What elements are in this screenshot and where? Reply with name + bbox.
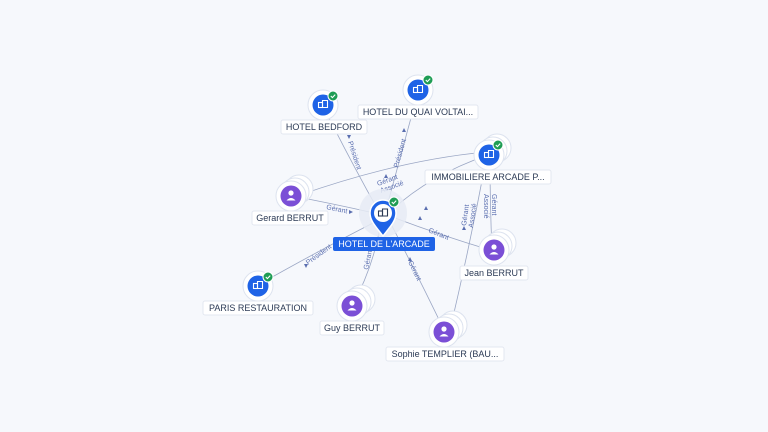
person-icon xyxy=(489,244,499,255)
person-icon xyxy=(347,300,357,311)
edge-label-sophie-immo-gerant: Gérant xyxy=(461,204,471,226)
node-hotel-de-l-arcade[interactable]: HOTEL DE L'ARCADE xyxy=(333,189,435,251)
center-label-bg xyxy=(333,237,435,251)
edge-label-sophie: Gérant xyxy=(406,260,422,282)
node-jean-berrut[interactable]: Jean BERRUT xyxy=(459,228,529,281)
node-label: HOTEL BEDFORD xyxy=(286,122,363,132)
building-icon xyxy=(377,208,389,217)
node-hotel-bedford[interactable]: HOTEL BEDFORD xyxy=(280,89,368,135)
edge-label-jean-immo-associe: Associé xyxy=(482,194,489,219)
verified-check-icon xyxy=(388,196,400,208)
verified-check-icon xyxy=(422,74,434,86)
person-icon xyxy=(286,190,296,201)
edge-label-sophie-immo-associe: Associé xyxy=(468,203,478,228)
node-label: PARIS RESTAURATION xyxy=(209,303,307,313)
center-label: HOTEL DE L'ARCADE xyxy=(338,239,429,249)
node-immobiliere-arcade[interactable]: IMMOBILIERE ARCADE P... xyxy=(424,133,552,185)
edge-label-guy: Gérant xyxy=(363,248,374,270)
verified-check-icon xyxy=(327,90,339,102)
edge-label-jean-immo-gerant: Gérant xyxy=(490,194,497,215)
building-icon xyxy=(317,99,329,109)
building-icon xyxy=(252,280,264,290)
building-icon xyxy=(483,149,495,159)
edge-label-quai: Président xyxy=(393,138,408,168)
node-gerard-berrut[interactable]: Gerard BERRUT xyxy=(251,174,329,226)
node-label: HOTEL DU QUAI VOLTAI... xyxy=(363,107,473,117)
node-sophie-templier[interactable]: Sophie TEMPLIER (BAU... xyxy=(385,310,505,362)
node-label: Jean BERRUT xyxy=(464,268,524,278)
edge-label-gerard: Gérant xyxy=(326,204,348,215)
node-label: IMMOBILIERE ARCADE P... xyxy=(431,172,544,182)
edge-label-paris: Président xyxy=(305,244,333,267)
building-icon xyxy=(412,84,424,94)
node-label: Guy BERRUT xyxy=(324,323,381,333)
node-guy-berrut[interactable]: Guy BERRUT xyxy=(319,284,385,336)
verified-check-icon xyxy=(492,139,504,151)
node-label: Gerard BERRUT xyxy=(256,213,324,223)
node-hotel-du-quai-voltaire[interactable]: HOTEL DU QUAI VOLTAI... xyxy=(357,74,479,120)
person-icon xyxy=(439,326,449,337)
node-paris-restauration[interactable]: PARIS RESTAURATION xyxy=(202,270,314,316)
verified-check-icon xyxy=(262,271,274,283)
node-label: Sophie TEMPLIER (BAU... xyxy=(392,349,499,359)
edge-immobiliere-2 xyxy=(299,151,487,196)
